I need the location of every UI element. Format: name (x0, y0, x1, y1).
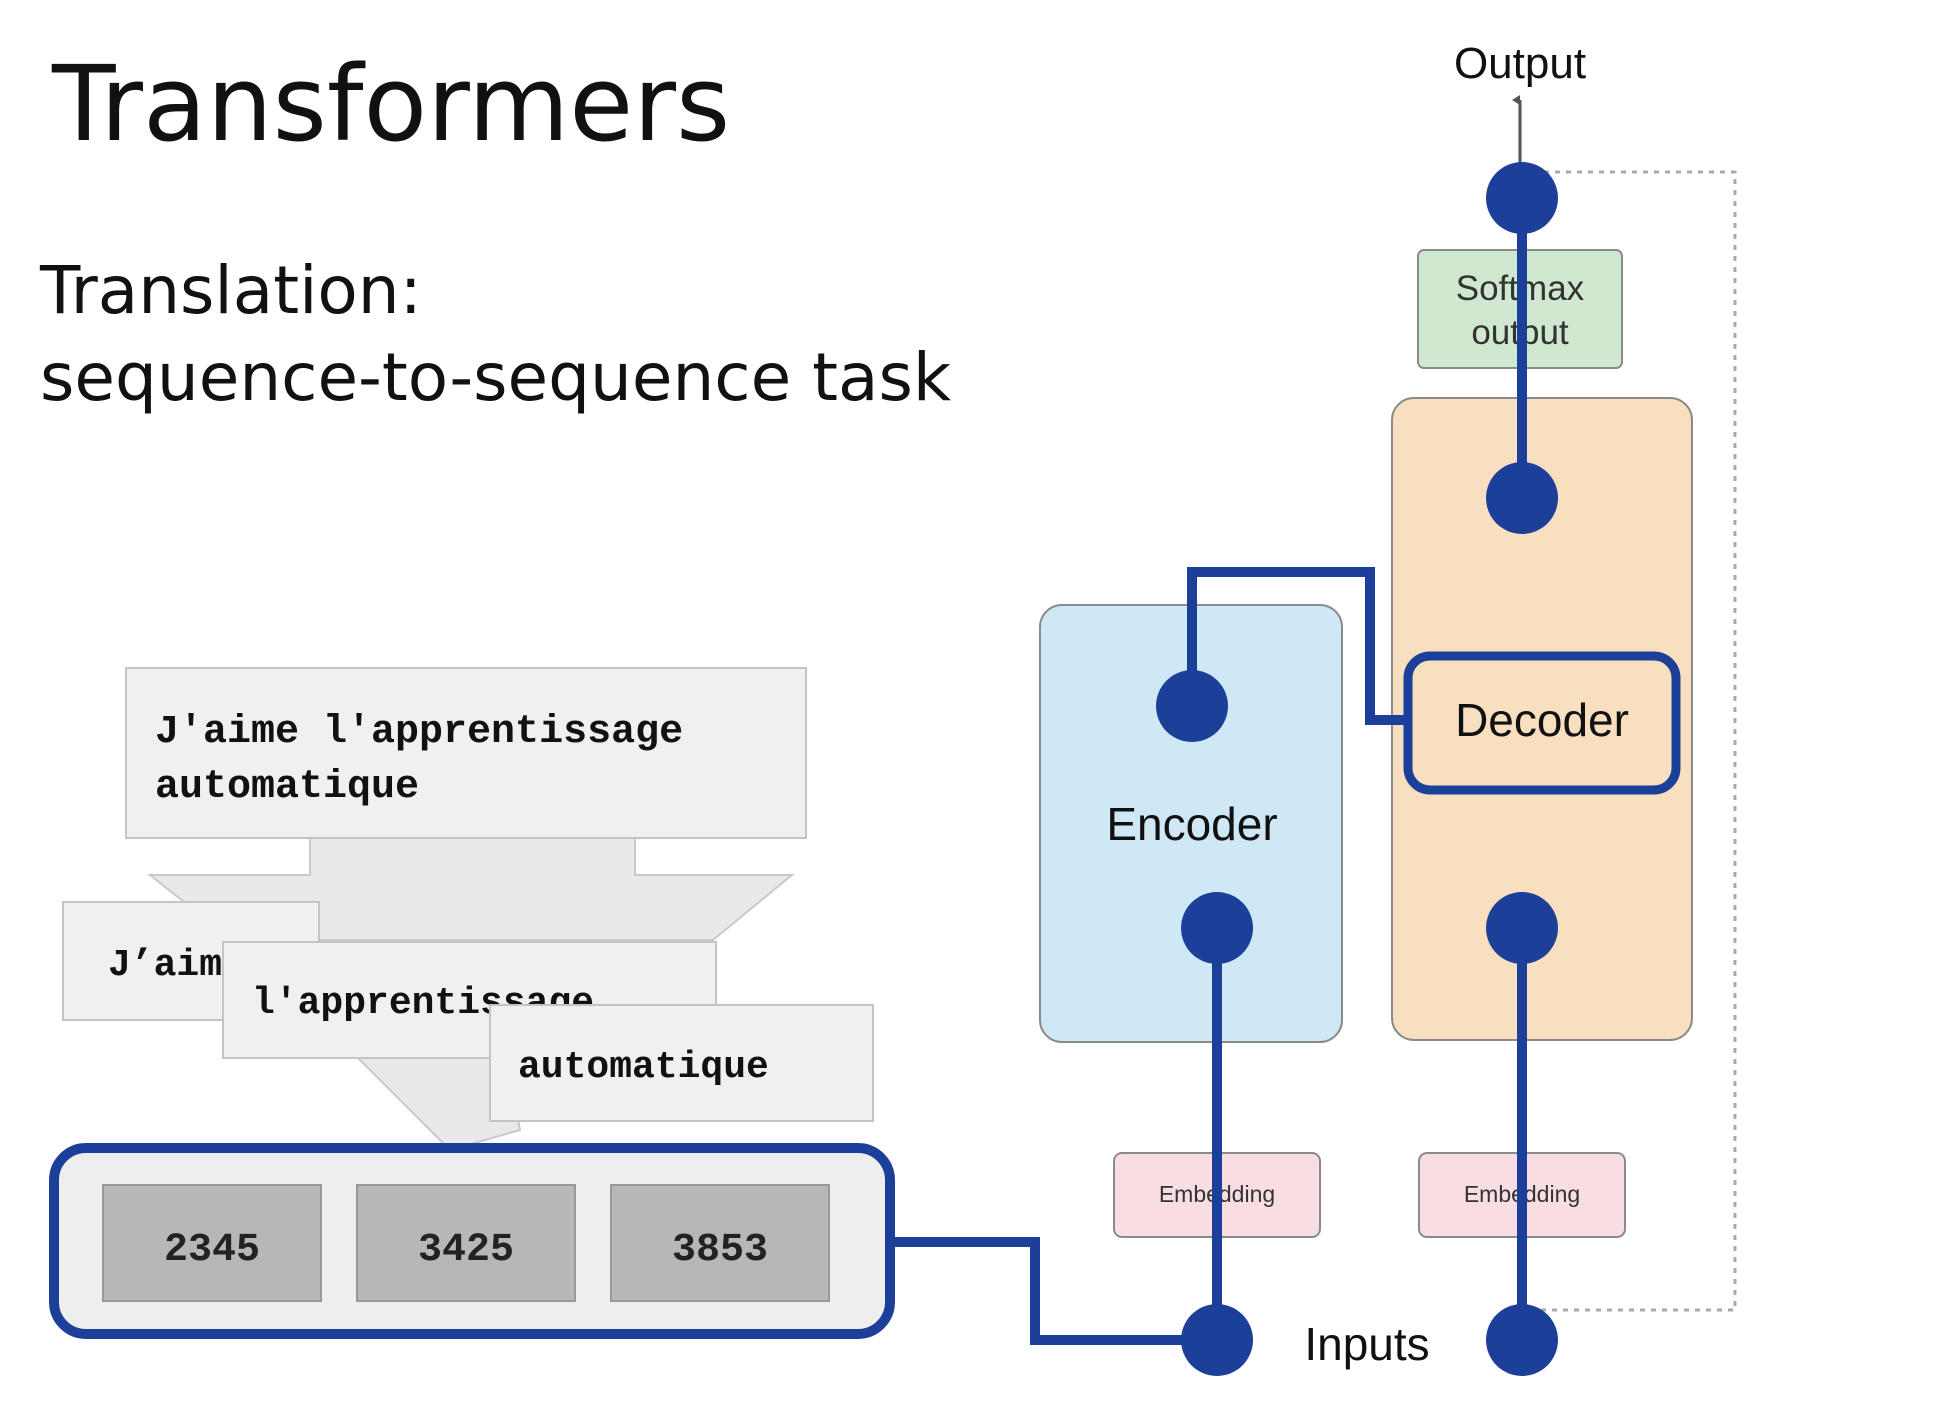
subtitle-line-2: sequence-to-sequence task (40, 339, 952, 416)
encoder-input-node (1181, 892, 1253, 964)
encoder-to-decoder-path (1187, 567, 1408, 725)
token-id-3: 3853 (672, 1228, 768, 1273)
output-label: Output (1454, 39, 1586, 88)
decoder-box (1403, 651, 1681, 795)
token-to-input-path (890, 1237, 1217, 1345)
slide-title: Transformers (51, 43, 730, 165)
encoder-source-node (1181, 1304, 1253, 1376)
decoder-source-node (1486, 1304, 1558, 1376)
highlight-paths (890, 198, 1527, 1345)
decoder-input-node (1486, 892, 1558, 964)
decoder-top-node (1486, 462, 1558, 534)
nodes (1156, 162, 1558, 1376)
sentence-line-2: automatique (155, 765, 419, 810)
token-id-2: 3425 (418, 1228, 514, 1273)
sentence-line-1: J'aime l'apprentissage (155, 710, 683, 755)
encoder-output-node (1156, 670, 1228, 742)
token-id-box-2: 3425 (356, 1184, 576, 1302)
output-node (1486, 162, 1558, 234)
token-box-3: automatique (489, 1004, 874, 1122)
token-text-3: automatique (518, 1046, 769, 1089)
sentence-box (125, 667, 807, 839)
token-id-box-1: 2345 (102, 1184, 322, 1302)
inputs-label: Inputs (1304, 1318, 1429, 1370)
feedback-loop-dotted (1522, 170, 1737, 1312)
token-id-1: 2345 (164, 1228, 260, 1273)
decoder-label: Decoder (1455, 694, 1629, 746)
encoder-label: Encoder (1106, 798, 1277, 850)
subtitle-line-1: Translation: (39, 252, 422, 329)
token-id-box-3: 3853 (610, 1184, 830, 1302)
